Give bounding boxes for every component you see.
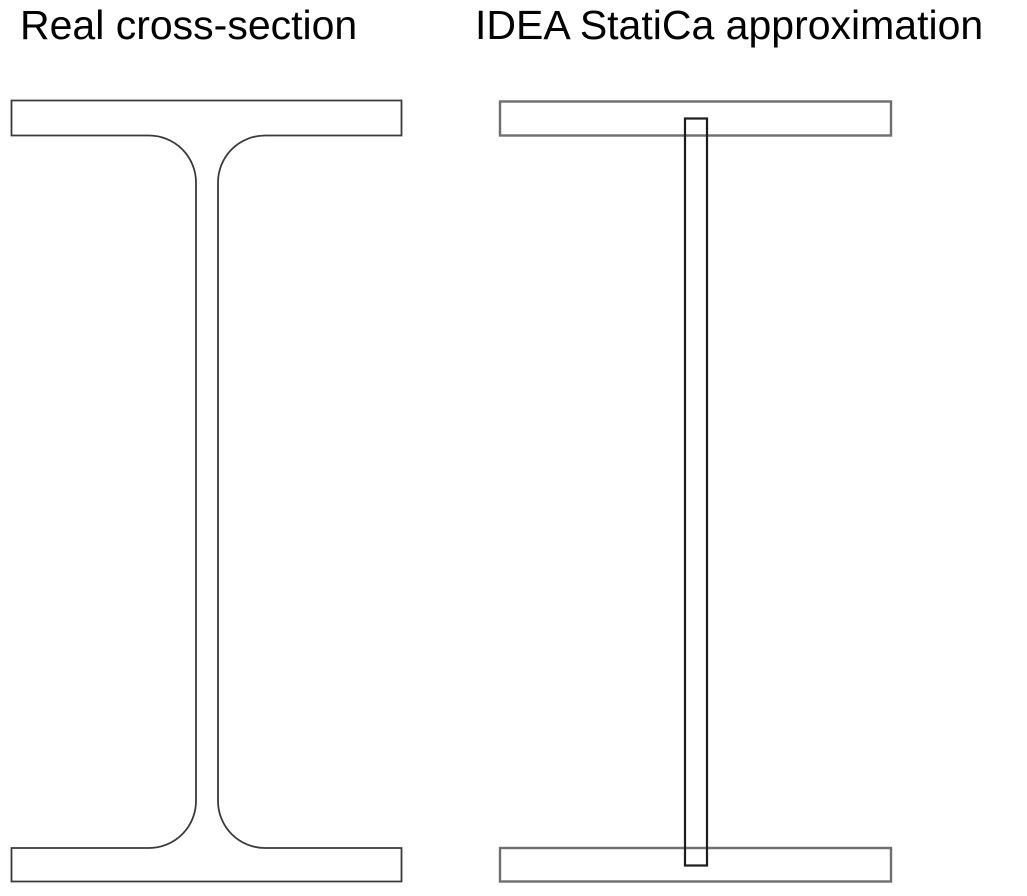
right-diagram-title: IDEA StatiCa approximation [475, 2, 984, 48]
approx-bottom-flange-plate [498, 846, 893, 883]
approx-web-plate [683, 117, 709, 867]
real-cross-section-outline [10, 99, 403, 883]
approximation-shape [498, 100, 893, 883]
left-diagram-title: Real cross-section [20, 2, 358, 48]
approx-top-flange-plate [498, 100, 893, 137]
